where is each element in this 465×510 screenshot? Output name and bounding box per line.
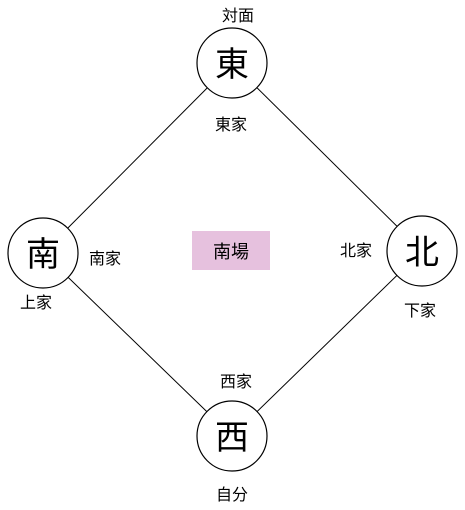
- line-east-south: [42, 62, 233, 254]
- round-label: 南場: [213, 242, 249, 263]
- seat-label-bottom: 西家: [220, 372, 252, 391]
- seat-left: 南 南家 上家: [7, 217, 121, 312]
- wind-char-north: 北: [405, 233, 439, 273]
- wind-char-east: 東: [215, 45, 249, 85]
- wind-circle-south: [7, 217, 79, 289]
- seat-bottom: 西 西家 自分: [196, 372, 268, 504]
- wind-circle-west: [196, 400, 268, 472]
- line-north-west: [231, 250, 423, 437]
- wind-circle-east: [196, 27, 268, 99]
- relation-label-top: 対面: [222, 6, 254, 25]
- seat-label-right: 北家: [340, 241, 372, 260]
- line-east-north: [231, 62, 423, 252]
- seat-right: 北 北家 下家: [340, 215, 458, 320]
- line-south-west: [42, 252, 233, 437]
- seat-label-top: 東家: [215, 115, 247, 134]
- relation-label-right: 下家: [404, 301, 436, 320]
- relation-label-bottom: 自分: [216, 485, 248, 504]
- wind-char-south: 南: [26, 235, 60, 275]
- relation-label-left: 上家: [20, 293, 52, 312]
- wind-circle-north: [386, 215, 458, 287]
- round-label-box: [192, 231, 270, 270]
- wind-char-west: 西: [215, 418, 249, 458]
- seat-top: 東 対面 東家: [196, 6, 268, 134]
- seat-label-left: 南家: [89, 249, 121, 268]
